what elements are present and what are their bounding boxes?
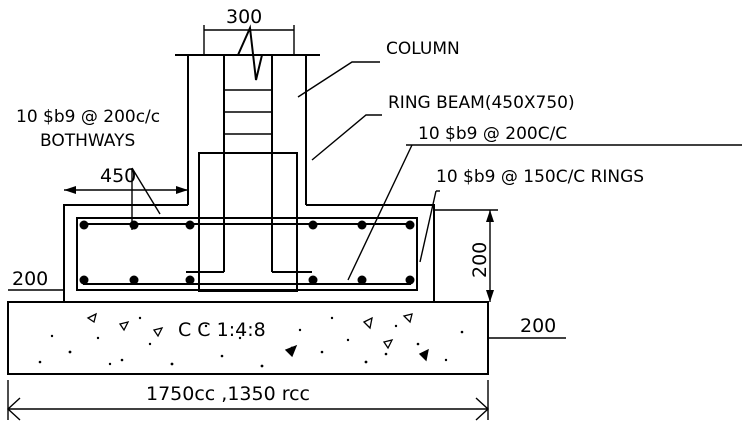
column-label: COLUMN <box>386 39 460 59</box>
rebar-top-label: 10 $b9 @ 200C/C <box>418 124 567 144</box>
column-width-label: 300 <box>226 6 262 28</box>
ring-beam-label: RING BEAM(450X750) <box>388 93 575 113</box>
pcc-right-label: 200 <box>520 315 556 337</box>
pcc-mix-label: C C 1:4:8 <box>178 319 266 341</box>
ring-beam <box>63 204 435 303</box>
column <box>175 24 320 292</box>
pcc-left-label: 200 <box>12 268 48 290</box>
bothways-label-line1: 10 $b9 @ 200c/c <box>16 107 160 127</box>
pcc-bed: C C 1:4:8 <box>7 301 489 375</box>
rebar-rings-label: 10 $b9 @ 150C/C RINGS <box>436 167 644 187</box>
base-width-dimension: 1750cc ,1350 rcc <box>6 380 490 421</box>
leader-lines <box>131 61 742 281</box>
offset-label: 450 <box>100 165 136 187</box>
pcc-left-dimension: 200 <box>8 268 64 291</box>
beam-height-label: 200 <box>469 242 491 278</box>
pcc-right-dimension: 200 <box>488 315 566 339</box>
break-mark <box>237 24 263 81</box>
bothways-label-line2: BOTHWAYS <box>40 131 135 151</box>
column-width-dimension: 300 <box>203 6 295 55</box>
offset-dimension: 450 <box>64 165 188 194</box>
rebar-dots <box>79 220 415 285</box>
beam-height-dimension: 200 <box>434 209 498 302</box>
base-width-label: 1750cc ,1350 rcc <box>146 383 310 405</box>
